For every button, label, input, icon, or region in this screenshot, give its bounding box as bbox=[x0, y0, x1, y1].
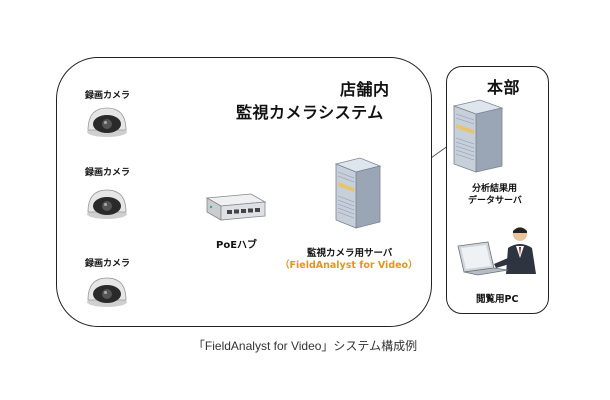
server-label: 監視カメラ用サーバ bbox=[307, 248, 393, 259]
server-product-label: （FieldAnalyst for Video） bbox=[280, 260, 418, 271]
hq-title: 本部 bbox=[487, 78, 521, 97]
dome-camera-icon bbox=[87, 107, 127, 137]
hq-server-label-line2: データサーバ bbox=[468, 196, 522, 206]
data-server-icon bbox=[452, 99, 504, 173]
server-tower-icon bbox=[334, 157, 382, 229]
camera-label-1: 録画カメラ bbox=[85, 91, 131, 101]
store-title-line2: 監視カメラシステム bbox=[236, 103, 384, 122]
laptop-user-icon bbox=[457, 227, 536, 276]
dome-camera-icon bbox=[87, 277, 127, 307]
poe-hub-label: PoEハブ bbox=[216, 240, 258, 251]
camera-label-2: 録画カメラ bbox=[85, 168, 131, 178]
poe-hub-icon bbox=[205, 193, 267, 221]
store-title-line1: 店舗内 bbox=[340, 80, 390, 99]
pc-label: 閲覧用PC bbox=[476, 294, 519, 305]
dome-camera-icon bbox=[87, 189, 127, 219]
figure-caption: 「FieldAnalyst for Video」システム構成例 bbox=[192, 339, 418, 353]
hq-server-label-line1: 分析結果用 bbox=[472, 184, 518, 194]
camera-label-3: 録画カメラ bbox=[85, 259, 131, 269]
